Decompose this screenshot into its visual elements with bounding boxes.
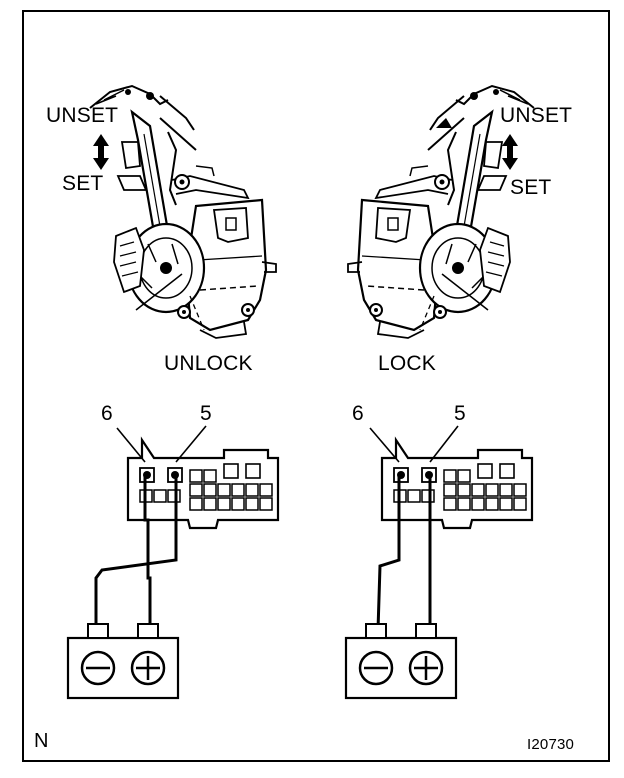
pin5-leader-right <box>429 425 459 463</box>
lock-state-label: LOCK <box>378 352 436 375</box>
pin-6-label-right: 6 <box>352 402 364 425</box>
unlock-state-label: UNLOCK <box>164 352 253 375</box>
battery-right <box>344 622 458 700</box>
connector-right <box>380 438 534 530</box>
figure-id: I20730 <box>527 736 575 753</box>
unset-label-left: UNSET <box>46 104 119 127</box>
wire-pin6-left <box>143 476 152 630</box>
wire-pin6-right <box>376 476 401 631</box>
set-label-left: SET <box>62 172 104 195</box>
wire-pin5-left <box>94 476 178 630</box>
pin-6-label-left: 6 <box>101 402 113 425</box>
pin-5-label-right: 5 <box>454 402 466 425</box>
set-unset-arrow-right-icon <box>502 134 518 170</box>
figure-frame <box>22 10 610 762</box>
set-unset-arrow-left-icon <box>93 134 109 170</box>
pin6-leader-left <box>116 427 146 463</box>
set-label-right: SET <box>510 176 552 199</box>
lever-arrow-icon <box>436 118 452 128</box>
pin6-leader-right <box>369 427 400 463</box>
pin5-leader-left <box>175 425 207 463</box>
corner-mark: N <box>34 730 49 752</box>
battery-left <box>66 622 180 700</box>
connector-left <box>126 438 280 530</box>
pin-5-label-left: 5 <box>200 402 212 425</box>
unset-label-right: UNSET <box>500 104 573 127</box>
